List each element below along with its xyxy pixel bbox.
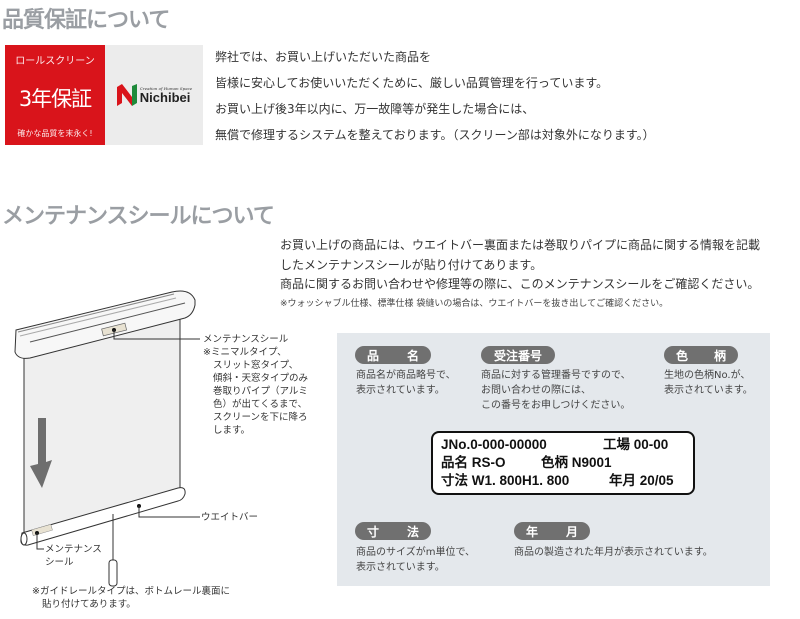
desc-line: 表示されています。	[356, 385, 445, 396]
brand-tagline: Creation of Human Space	[139, 86, 193, 91]
desc-year-month: 商品の製造された年月が表示されています。	[514, 545, 713, 560]
pill-char: 年	[526, 524, 539, 539]
callout-note-line: 色）が出てくるまで、	[213, 399, 308, 410]
nichibei-logo: Creation of Human Space Nichibei	[105, 45, 203, 145]
warranty-badge: ロールスクリーン 3年保証 確かな品質を末永く! Creation of Hum…	[5, 45, 203, 145]
desc-line: 商品に対する管理番号ですので、	[481, 370, 631, 381]
callout-weightbar: ウエイトバー	[201, 512, 259, 523]
desc-line: 表示されています。	[356, 562, 445, 573]
desc-order-number: 商品に対する管理番号ですので、 お問い合わせの際には、 この番号をお申しつけくだ…	[481, 368, 631, 413]
sticker-factory: 工場 00-00	[603, 437, 669, 452]
warranty-paragraph: 弊社では、お買い上げいただいた商品を 皆様に安心してお使いいただくために、厳しい…	[215, 44, 655, 148]
pill-char: 寸	[367, 524, 380, 539]
callout-note-line: 巻取りパイプ（アルミ	[213, 386, 308, 397]
callout-bottom-seal: メンテナンス シール	[45, 543, 102, 569]
diagram-footnote: ※ガイドレールタイプは、ボトムレール裏面に 貼り付けてあります。	[32, 585, 230, 611]
callout-top-title: メンテナンスシール	[203, 334, 289, 345]
warranty-line: 皆様に安心してお使いいただくために、厳しい品質管理を行っています。	[215, 76, 609, 90]
pill-char: 色	[676, 348, 689, 363]
desc-line: 商品のサイズがm単位で、	[356, 547, 476, 558]
pill-product-name: 品 名	[355, 346, 431, 364]
pill-char: 名	[406, 348, 419, 363]
brand-name: Nichibei	[139, 90, 191, 105]
desc-line: 表示されています。	[664, 385, 753, 396]
pill-char: 柄	[713, 348, 726, 363]
callout-bottom-line: シール	[45, 557, 74, 568]
intro-line: 商品に関するお問い合わせや修理等の際に、このメンテナンスシールをご確認ください。	[280, 277, 760, 291]
sticker-date: 年月 20/05	[609, 473, 674, 488]
desc-color-pattern: 生地の色柄No.が、 表示されています。	[664, 368, 753, 398]
pill-char: 月	[565, 524, 578, 539]
desc-line: 商品名が商品略号で、	[356, 370, 456, 381]
badge-top-text: ロールスクリーン	[15, 56, 95, 67]
warranty-section-title: 品質保証について	[2, 8, 170, 33]
warranty-line: 弊社では、お買い上げいただいた商品を	[215, 50, 432, 64]
pill-char: 法	[406, 524, 419, 539]
badge-bottom-text: 確かな品質を末永く!	[17, 129, 93, 138]
sticker-color: 色柄 N9001	[541, 455, 612, 470]
callout-note-line: します。	[213, 425, 251, 436]
pill-color-pattern: 色 柄	[664, 346, 738, 364]
pill-order-number: 受注番号	[481, 346, 555, 364]
warranty-badge-red: ロールスクリーン 3年保証 確かな品質を末永く!	[5, 45, 105, 145]
callout-note-line: スリット窓タイプ、	[213, 360, 299, 371]
desc-line: お問い合わせの際には、	[481, 385, 591, 396]
pill-dimensions: 寸 法	[355, 522, 431, 540]
callout-bottom-line: メンテナンス	[45, 544, 102, 555]
nichibei-logo-icon	[116, 84, 137, 106]
warranty-line: 無償で修理するシステムを整えております。（スクリーン部は対象外になります。）	[215, 128, 655, 142]
pill-char: 品	[367, 348, 380, 363]
sticker-size: 寸法 W1. 800H1. 800	[441, 473, 570, 488]
callout-top-seal: メンテナンスシール ※ミニマルタイプ、 スリット窓タイプ、 傾斜・天窓タイプのみ…	[203, 333, 308, 437]
callout-note-line: 傾斜・天窓タイプのみ	[213, 373, 309, 384]
desc-line: この番号をお申しつけください。	[481, 400, 631, 411]
intro-line: お買い上げの商品には、ウエイトバー裏面または巻取りパイプに商品に関する情報を記載	[280, 238, 761, 252]
callout-note-line: スクリーンを下に降ろ	[213, 412, 308, 423]
callout-note-line: ※ミニマルタイプ、	[203, 347, 287, 358]
warranty-line: お買い上げ後3年以内に、万一故障等が発生した場合には、	[215, 102, 535, 116]
badge-main-text: 3年保証	[18, 86, 92, 111]
maintenance-section-title: メンテナンスシールについて	[2, 204, 275, 229]
desc-line: 商品の製造された年月が表示されています。	[514, 547, 713, 558]
desc-line: 生地の色柄No.が、	[664, 370, 751, 381]
sticker-product-name: 品名 RS-O	[441, 455, 506, 470]
sticker-jno: JNo.0-000-00000	[441, 437, 547, 452]
maintenance-intro: お買い上げの商品には、ウエイトバー裏面または巻取りパイプに商品に関する情報を記載…	[280, 236, 760, 314]
footnote-line: ※ガイドレールタイプは、ボトムレール裏面に	[32, 586, 230, 597]
pill-year-month: 年 月	[514, 522, 590, 540]
intro-note: ※ウォッシャブル仕様、標準仕様 袋縫いの場合は、ウエイトバーを抜き出してご確認く…	[280, 298, 669, 309]
footnote-line: 貼り付けてあります。	[42, 599, 136, 610]
intro-line: したメンテナンスシールが貼り付けてあります。	[280, 257, 543, 272]
desc-dimensions: 商品のサイズがm単位で、 表示されています。	[356, 545, 475, 575]
desc-product-name: 商品名が商品略号で、 表示されています。	[356, 368, 456, 398]
